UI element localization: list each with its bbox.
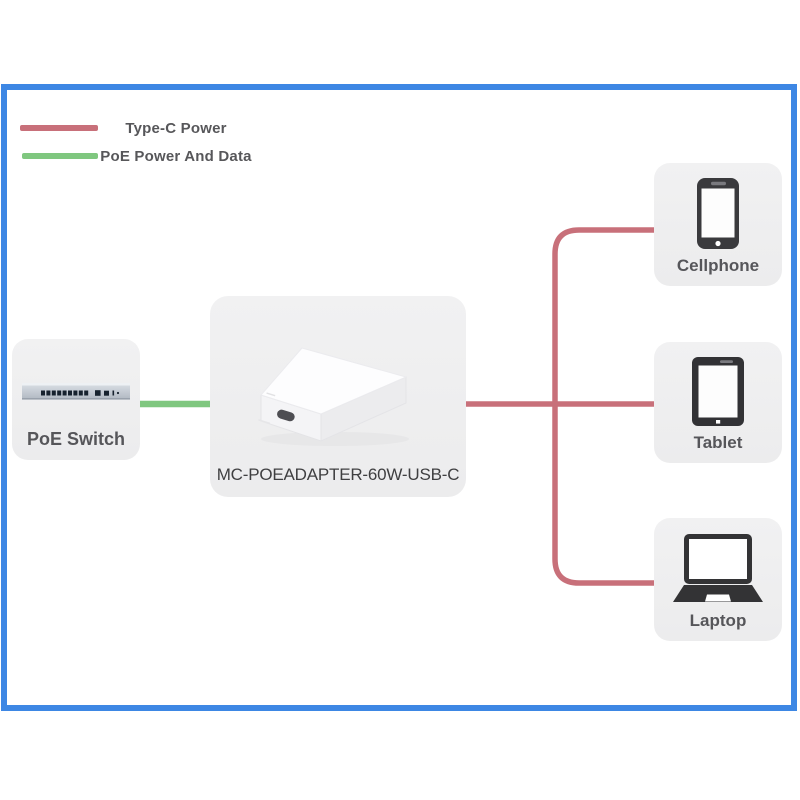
poe-switch-label: PoE Switch [26,429,125,449]
node-laptop: Laptop [654,518,782,641]
tablet-label: Tablet [693,433,743,452]
laptop-icon [673,534,763,602]
node-poe-switch: PoE Switch [12,339,140,460]
cellphone-label: Cellphone [676,256,760,275]
node-cellphone: Cellphone [654,163,782,286]
node-adapter: MC-POEADAPTER-60W-USB-C [210,296,466,497]
node-tablet: Tablet [654,342,782,463]
typec-power-swatch [20,125,98,131]
poe-switch-icon [22,383,130,400]
laptop-label: Laptop [689,611,747,630]
cellphone-icon [697,178,739,249]
poe-power-swatch [22,153,98,159]
tablet-icon [692,357,744,426]
poe-power-legend-label: PoE Power And Data [100,148,252,165]
adapter-device-image [258,347,409,446]
typec-power-legend-label: Type-C Power [125,120,227,137]
adapter-label: MC-POEADAPTER-60W-USB-C [216,465,460,484]
